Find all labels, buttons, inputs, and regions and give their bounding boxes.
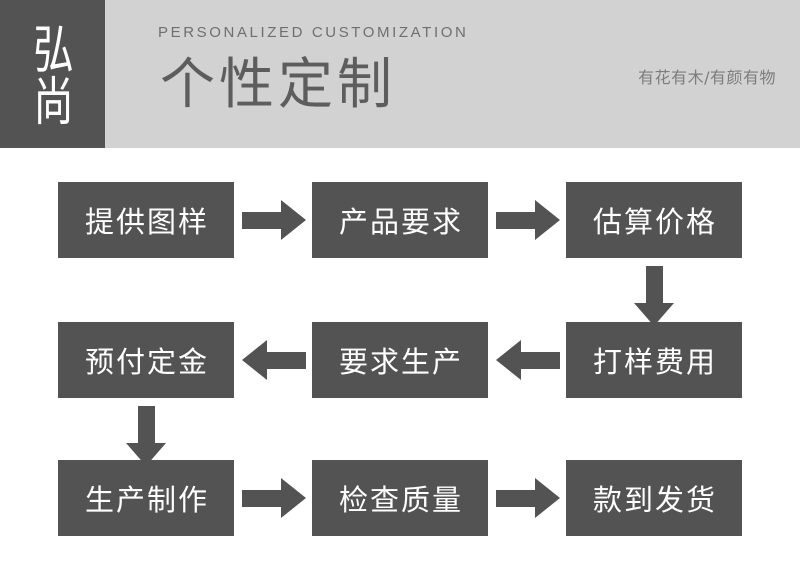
flow-arrow-right-1 <box>242 200 306 240</box>
arrow-head-right-icon <box>535 200 560 240</box>
flow-node-7: 生产制作 <box>58 460 234 536</box>
flow-node-3: 估算价格 <box>566 182 742 258</box>
header-eyebrow: PERSONALIZED CUSTOMIZATION <box>158 24 469 41</box>
arrow-shaft <box>138 406 155 444</box>
arrow-shaft <box>646 266 663 304</box>
flow-arrow-down-right <box>634 266 674 326</box>
arrow-head-right-icon <box>281 478 306 518</box>
flow-arrow-right-4 <box>496 478 560 518</box>
arrow-shaft <box>496 490 536 507</box>
flow-node-2-label: 产品要求 <box>338 205 463 239</box>
flow-arrow-left-2 <box>496 340 560 380</box>
flow-node-1-label: 提供图样 <box>84 205 209 239</box>
process-flow-diagram: 提供图样 产品要求 估算价格 预付定金 要求生产 <box>0 148 800 582</box>
arrow-head-left-icon <box>496 340 521 380</box>
arrow-shaft <box>242 212 282 229</box>
page-title: 个性定制 <box>160 52 397 116</box>
header-background-bar <box>105 0 800 148</box>
brand-logo-text: 弘尚 <box>25 22 73 126</box>
arrow-shaft <box>496 212 536 229</box>
header-tagline: 有花有木/有颜有物 <box>638 68 776 87</box>
brand-logo: 弘尚 <box>0 0 105 148</box>
flow-node-6-label: 打样费用 <box>592 345 717 379</box>
arrow-head-down-icon <box>634 303 674 326</box>
flow-node-5: 要求生产 <box>312 322 488 398</box>
flow-arrow-right-3 <box>242 478 306 518</box>
flow-arrow-down-left <box>126 406 166 466</box>
page-header: 弘尚 PERSONALIZED CUSTOMIZATION 个性定制 有花有木/… <box>0 0 800 148</box>
arrow-head-right-icon <box>535 478 560 518</box>
flow-arrow-right-2 <box>496 200 560 240</box>
arrow-head-right-icon <box>281 200 306 240</box>
flow-node-4-label: 预付定金 <box>84 345 209 379</box>
flow-node-6: 打样费用 <box>566 322 742 398</box>
flow-node-3-label: 估算价格 <box>592 205 717 239</box>
flow-arrow-left-1 <box>242 340 306 380</box>
flow-node-4: 预付定金 <box>58 322 234 398</box>
flow-node-5-label: 要求生产 <box>338 345 463 379</box>
arrow-head-left-icon <box>242 340 267 380</box>
flow-node-9-label: 款到发货 <box>592 483 717 517</box>
arrow-shaft <box>242 490 282 507</box>
flow-node-9: 款到发货 <box>566 460 742 536</box>
arrow-shaft <box>266 352 306 369</box>
flow-node-8-label: 检查质量 <box>338 483 463 517</box>
arrow-shaft <box>520 352 560 369</box>
flow-node-7-label: 生产制作 <box>84 483 209 517</box>
flow-node-1: 提供图样 <box>58 182 234 258</box>
flow-node-2: 产品要求 <box>312 182 488 258</box>
flow-node-8: 检查质量 <box>312 460 488 536</box>
